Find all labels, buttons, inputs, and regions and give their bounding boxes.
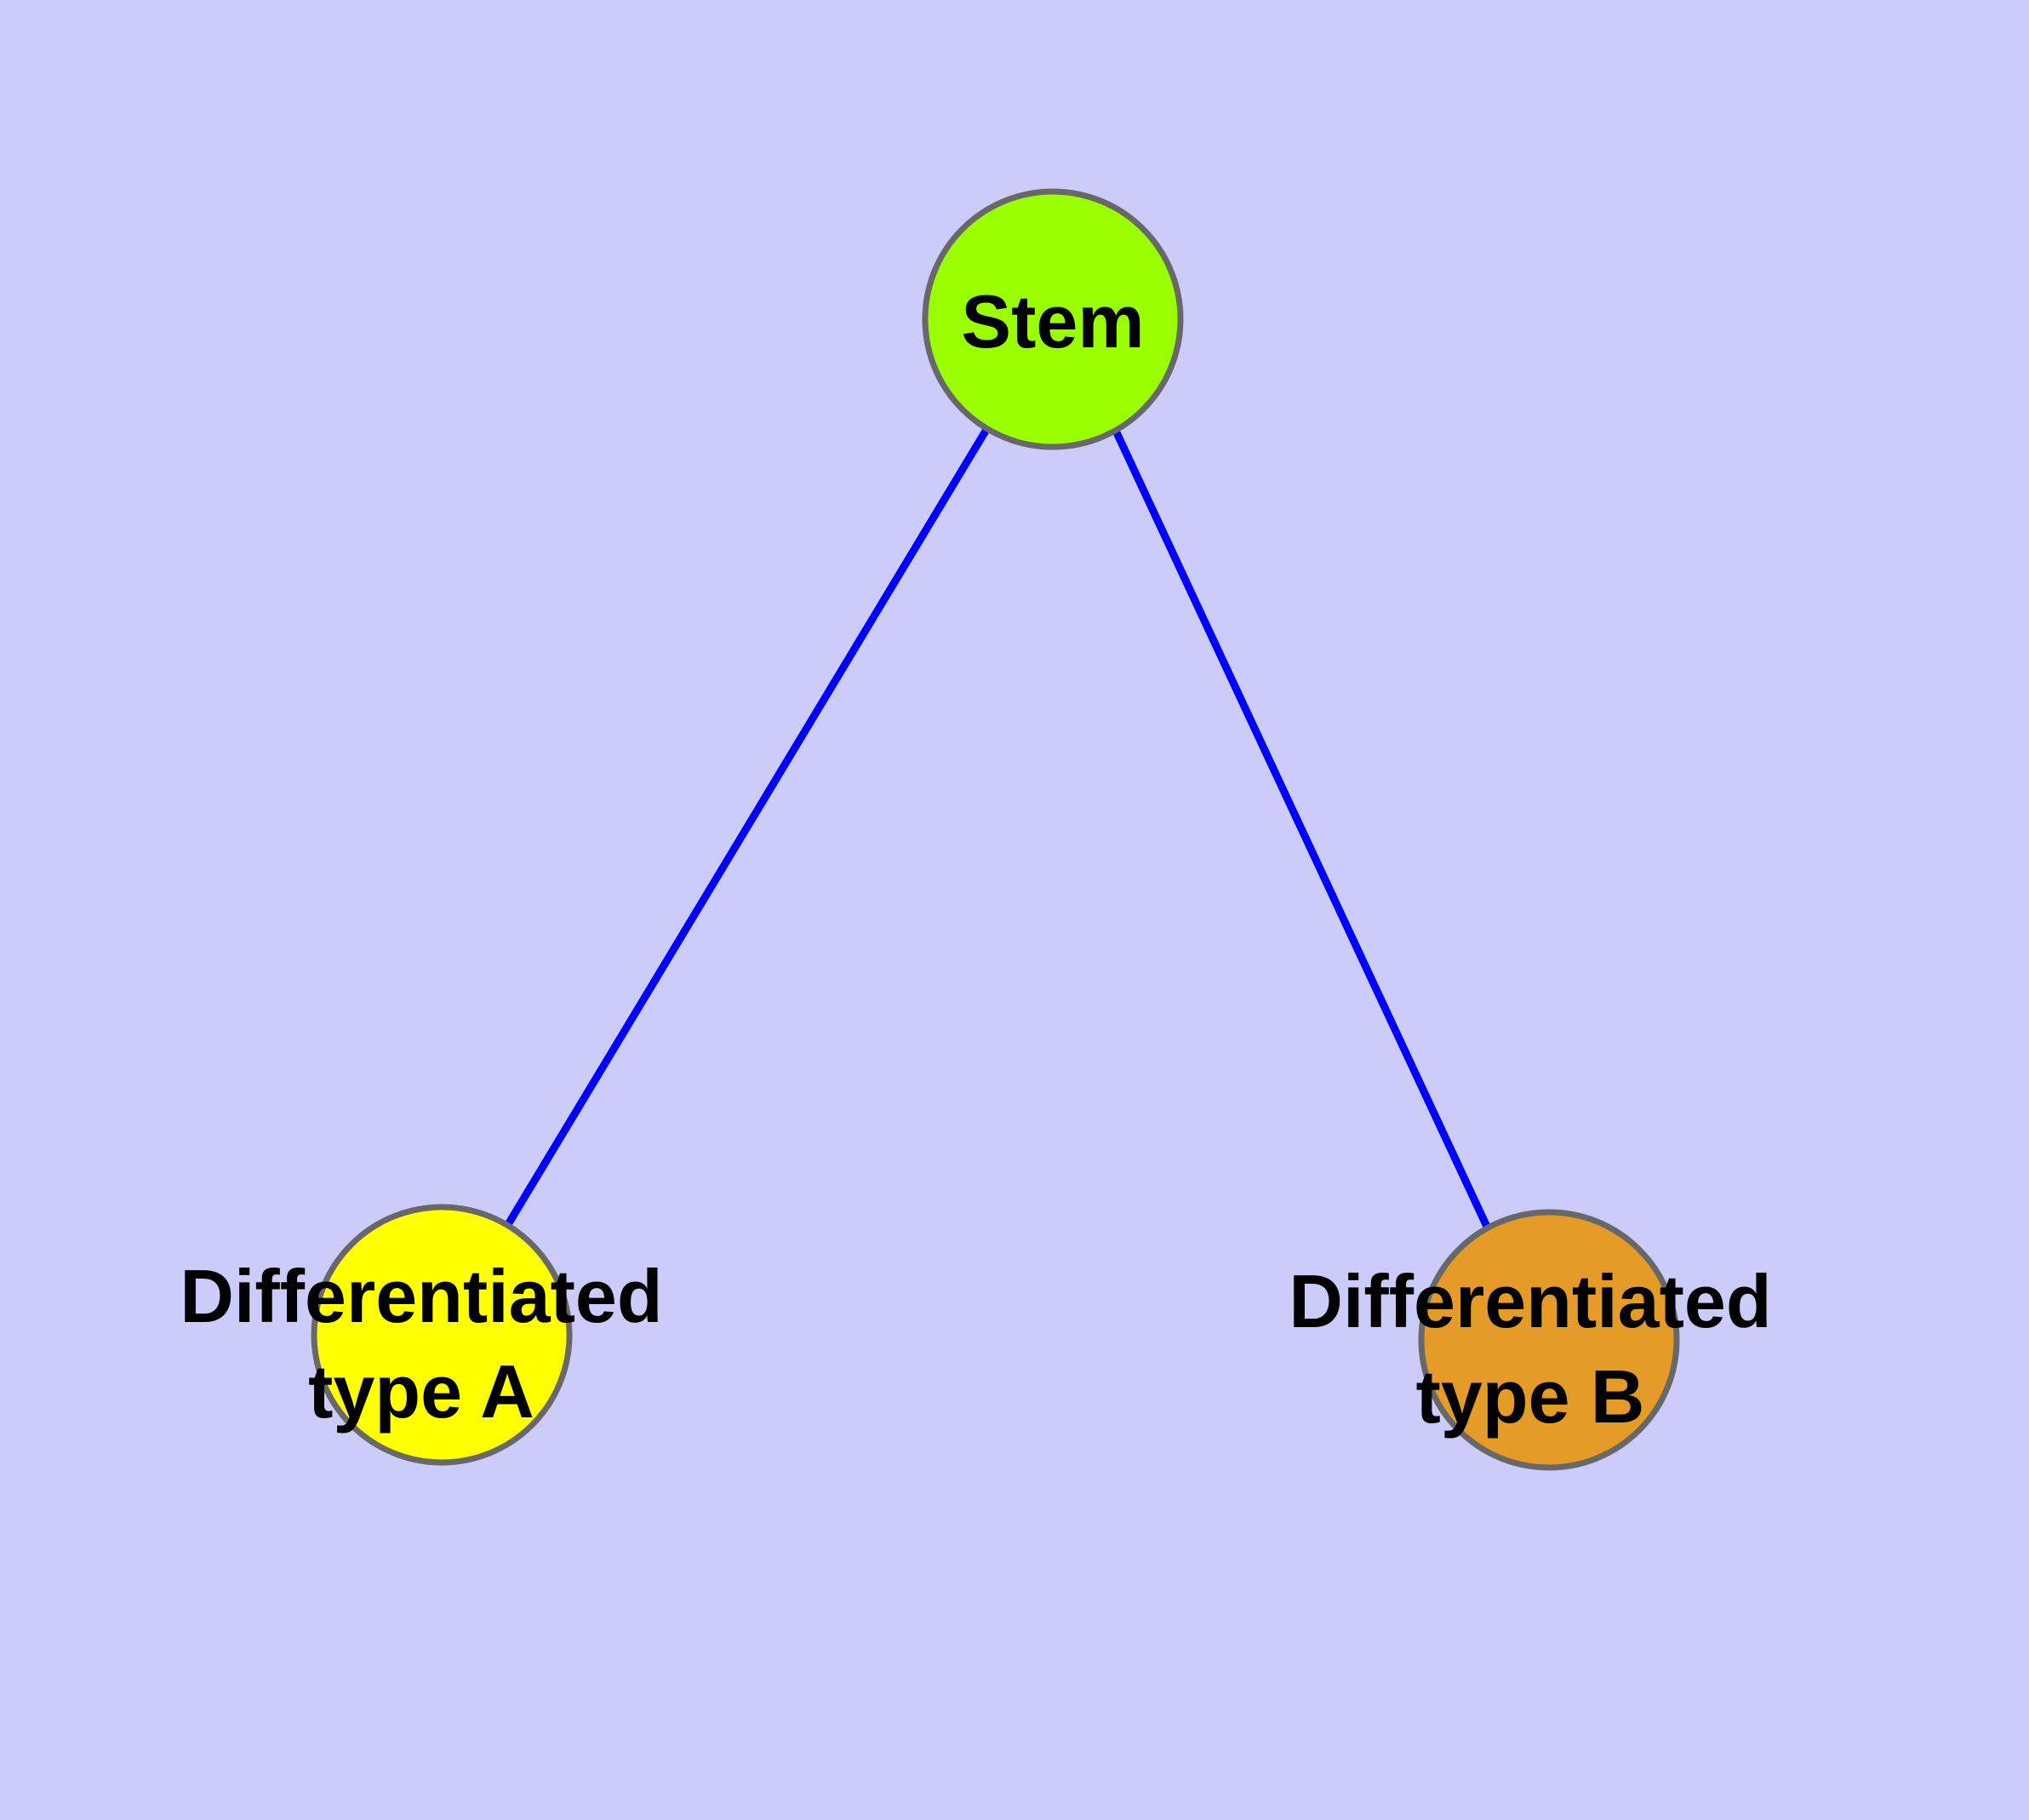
node-label-differentiated-type-b-line2: type B	[1416, 1354, 1645, 1439]
edge-stem-to-differentiated-a[interactable]	[504, 426, 991, 1228]
node-label-differentiated-type-a-line2: type A	[308, 1349, 534, 1434]
node-label-differentiated-type-a-line1: Differentiated	[180, 1254, 662, 1338]
node-circle-differentiated-type-b[interactable]	[1418, 1209, 1680, 1471]
node-circle-stem[interactable]	[922, 188, 1184, 450]
edge-stem-to-differentiated-b[interactable]	[1112, 429, 1492, 1230]
node-circle-differentiated-type-a[interactable]	[311, 1204, 573, 1466]
node-label-differentiated-type-b-line1: Differentiated	[1289, 1259, 1771, 1343]
node-label-stem: Stem	[961, 279, 1144, 363]
